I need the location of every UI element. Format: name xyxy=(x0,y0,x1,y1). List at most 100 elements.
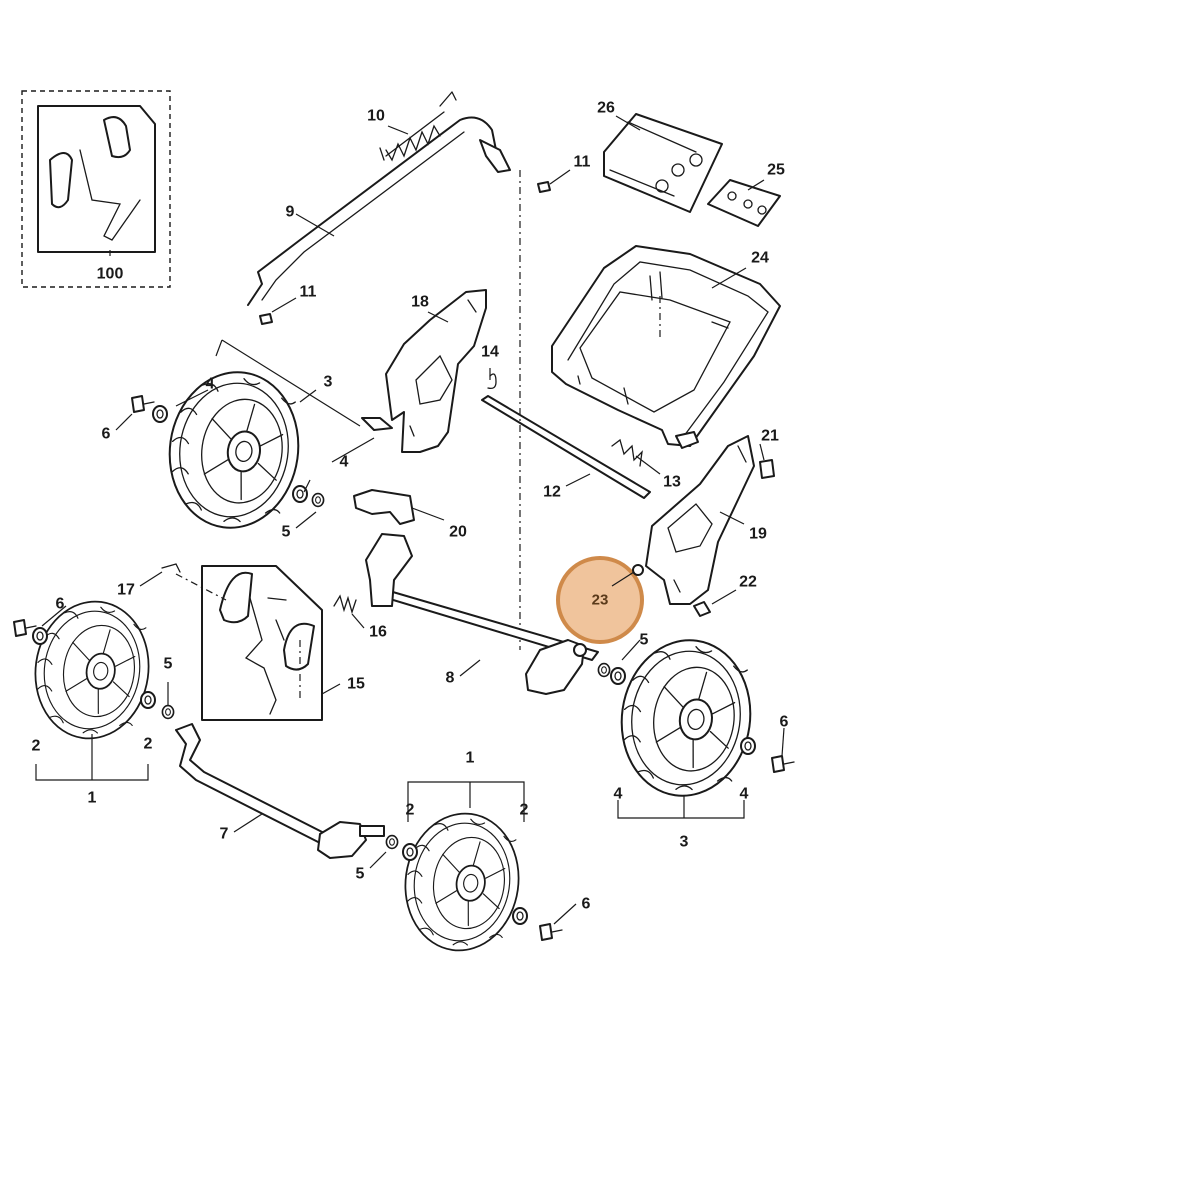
clip-21 xyxy=(759,459,775,479)
callout-20: 20 xyxy=(449,524,467,541)
callout-17: 17 xyxy=(117,582,135,599)
callout-6: 6 xyxy=(56,596,65,613)
height-adjuster-18 xyxy=(385,289,487,453)
callout-18: 18 xyxy=(411,294,429,311)
kit-15-pad-right xyxy=(283,622,315,671)
washer-4-right-inner xyxy=(610,667,626,685)
callout-8: 8 xyxy=(446,670,455,687)
callout-14: 14 xyxy=(481,344,499,361)
callout-26: 26 xyxy=(597,100,615,117)
washer-5-front-left xyxy=(161,704,175,720)
spring-13 xyxy=(611,438,643,467)
callout-5: 5 xyxy=(640,632,649,649)
callout-5: 5 xyxy=(356,866,365,883)
callout-2: 2 xyxy=(144,736,153,753)
callout-1: 1 xyxy=(88,790,97,807)
callout-4: 4 xyxy=(740,786,749,803)
washer-4-right-outer xyxy=(740,737,756,755)
leader-lines xyxy=(35,115,785,925)
nut-11-top xyxy=(537,181,551,193)
callout-3: 3 xyxy=(324,374,333,391)
callout-19: 19 xyxy=(749,526,767,543)
bolt-6-right xyxy=(771,755,795,773)
label-26-icon-a xyxy=(655,179,669,193)
callout-4: 4 xyxy=(614,786,623,803)
callout-3: 3 xyxy=(680,834,689,851)
front-wheel-1-left xyxy=(25,593,159,747)
washer-5-left xyxy=(311,492,325,508)
callout-10: 10 xyxy=(367,108,385,125)
callout-7: 7 xyxy=(220,826,229,843)
front-axle-7-stub xyxy=(359,825,385,837)
spring-16 xyxy=(333,594,357,615)
callout-16: 16 xyxy=(369,624,387,641)
height-adjuster-18-tab xyxy=(361,417,393,431)
grass-catcher-24-inner xyxy=(579,291,731,413)
bolt-6-front-right xyxy=(539,923,563,941)
kit-15-pad-left xyxy=(219,571,253,624)
spring-10-ends xyxy=(379,91,457,161)
callout-11: 11 xyxy=(300,284,317,301)
washer-2-left-inner xyxy=(140,691,156,709)
callout-15: 15 xyxy=(347,676,365,693)
callout-25: 25 xyxy=(767,162,785,179)
kit-100-rod xyxy=(79,149,141,241)
callout-4: 4 xyxy=(340,454,349,471)
grass-catcher-24-ribs xyxy=(577,271,729,405)
callout-21: 21 xyxy=(761,428,779,445)
label-25-icon-c xyxy=(757,205,767,215)
handle-bar-inner xyxy=(261,131,465,301)
leader-23 xyxy=(611,571,635,587)
highlight-circle-23[interactable] xyxy=(556,556,644,644)
bolt-6-left xyxy=(131,395,155,413)
callout-6: 6 xyxy=(780,714,789,731)
callout-4: 4 xyxy=(206,376,215,393)
kit-100-frame xyxy=(21,90,171,288)
callout-6: 6 xyxy=(582,896,591,913)
washer-2-right-outer xyxy=(512,907,528,925)
callout-6: 6 xyxy=(102,426,111,443)
callout-12: 12 xyxy=(543,484,561,501)
washer-2-left-outer xyxy=(32,627,48,645)
kit-15-axis xyxy=(175,573,301,700)
callout-22: 22 xyxy=(739,574,757,591)
kit-100-pad-left xyxy=(49,152,73,209)
pin-17 xyxy=(161,563,181,573)
height-adjuster-19-detail xyxy=(667,445,747,593)
label-26-icon-c xyxy=(689,153,703,167)
callout-11: 11 xyxy=(574,154,591,171)
callout-24: 24 xyxy=(751,250,769,267)
nut-11-handle xyxy=(259,313,273,325)
bolt-22 xyxy=(693,601,711,617)
callout-2: 2 xyxy=(32,738,41,755)
label-25-icon-b xyxy=(743,199,753,209)
spring-10-coil xyxy=(385,124,441,162)
handle-clip xyxy=(479,139,511,173)
front-wheel-1-right xyxy=(395,805,529,959)
pin-14 xyxy=(487,373,497,390)
axle-8-right-arm xyxy=(525,639,585,695)
rear-wheel-3-right xyxy=(610,630,762,806)
axle-8-pin xyxy=(573,643,587,657)
kit-15-rod xyxy=(244,597,287,715)
height-adjuster-19 xyxy=(645,435,755,605)
callout-2: 2 xyxy=(406,802,415,819)
callout-1: 1 xyxy=(466,750,475,767)
height-adjuster-18-detail xyxy=(409,299,477,437)
callout-23: 23 xyxy=(592,592,609,609)
handle-bar xyxy=(247,116,497,306)
washer-4-left-inner xyxy=(292,485,308,503)
label-26-icon-b xyxy=(671,163,685,177)
callout-13: 13 xyxy=(663,474,681,491)
grass-catcher-24-hinge xyxy=(675,431,699,449)
callout-2: 2 xyxy=(520,802,529,819)
callout-100: 100 xyxy=(97,266,124,283)
callout-5: 5 xyxy=(282,524,291,541)
label-plate-26 xyxy=(603,113,723,213)
axle-8-left-arm xyxy=(365,533,413,607)
callout-labels: 1 1 2 2 2 2 3 3 4 4 4 4 5 5 5 5 6 6 6 6 … xyxy=(32,100,789,913)
washer-2-right-inner xyxy=(402,843,418,861)
kit-100-pad-right xyxy=(103,116,131,159)
